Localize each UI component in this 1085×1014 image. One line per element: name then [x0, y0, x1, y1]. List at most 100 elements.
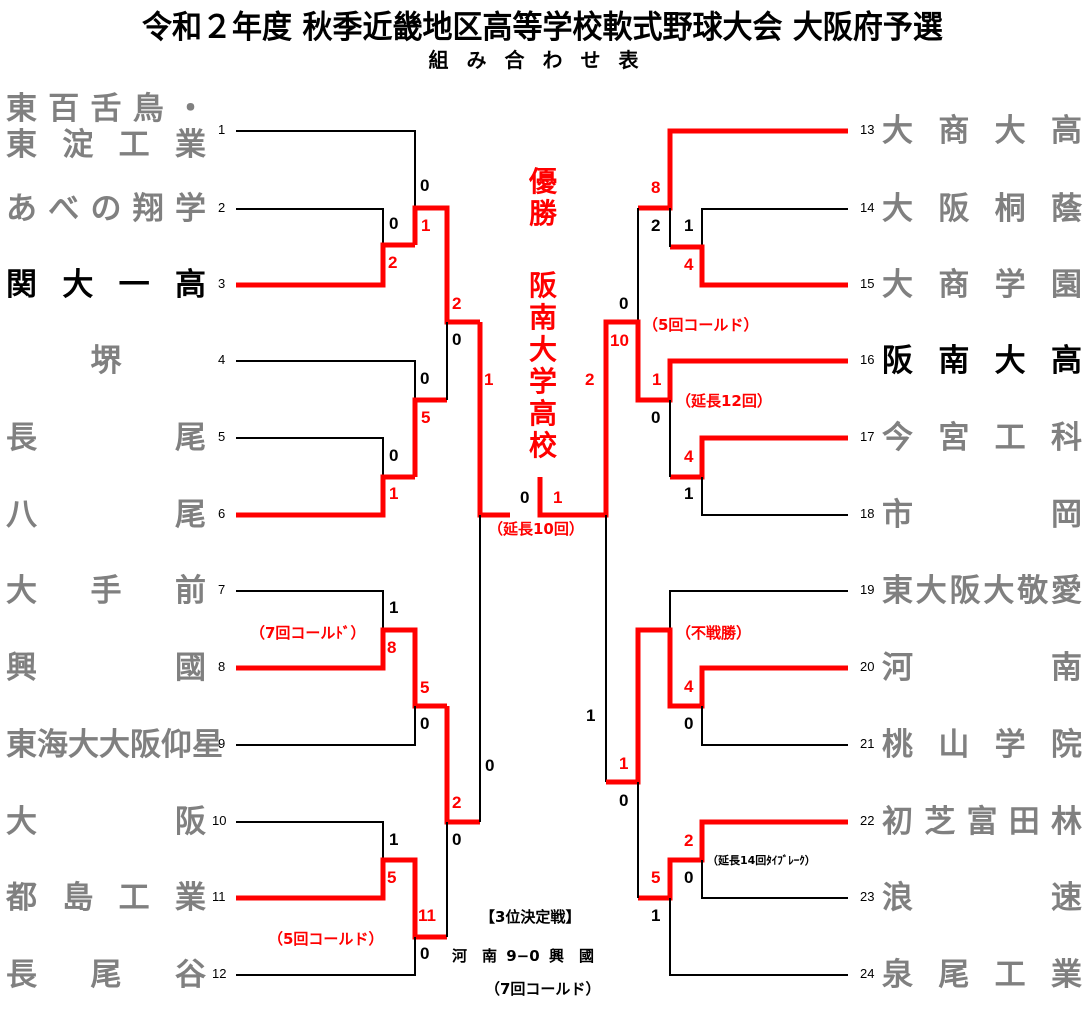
score-s1: 0 — [420, 176, 430, 195]
line-team-7 — [236, 590, 384, 630]
team-5: 長尾 — [6, 420, 206, 456]
score-s13: 8 — [651, 178, 661, 197]
team-16: 阪南大高 — [882, 343, 1082, 379]
seed-number: 19 — [860, 582, 875, 597]
seed-number: 20 — [860, 659, 875, 674]
team-20: 河南 — [882, 650, 1082, 686]
seed-number: 15 — [860, 276, 875, 291]
page-subtitle: 組み合わせ表 — [428, 48, 657, 72]
line-team-24 — [669, 898, 848, 976]
team-2: あべの翔学 — [6, 191, 206, 227]
third-place-note: （7回コールド） — [485, 980, 601, 998]
seed-number: 10 — [212, 813, 227, 828]
score-s56w: 5 — [421, 408, 431, 427]
score-sR2top: 1 — [619, 754, 629, 773]
line-team-13 — [638, 128, 848, 211]
line-team-5 — [236, 437, 384, 477]
score-s10: 1 — [389, 830, 399, 849]
score-sR2bot: 0 — [619, 791, 629, 810]
team-6: 八尾 — [6, 497, 206, 533]
score-s24: 1 — [651, 906, 661, 925]
score-s1415w: 2 — [651, 216, 661, 235]
line-team-18 — [701, 477, 848, 516]
team-18: 市岡 — [882, 497, 1082, 533]
note-game-10-11: （5回コールド） — [268, 930, 384, 948]
score-s2: 0 — [389, 214, 399, 233]
team-19: 東大阪大敬愛 — [882, 573, 1082, 609]
line-team-1 — [236, 130, 416, 208]
score-s15: 4 — [684, 255, 694, 274]
page-title: 令和２年度 秋季近畿地区高等学校軟式野球大会 大阪府予選 — [142, 9, 943, 47]
score-s14: 1 — [684, 216, 694, 235]
line-team-22 — [638, 819, 848, 901]
seed-number: 6 — [218, 506, 226, 521]
team-15: 大商学園 — [882, 267, 1082, 303]
score-s8: 8 — [387, 638, 397, 657]
score-sR1top: 0 — [619, 294, 629, 313]
line-team-9 — [236, 706, 416, 746]
score-s12: 0 — [420, 944, 430, 963]
score-s20: 4 — [684, 677, 694, 696]
final-note: （延長10回） — [488, 520, 584, 538]
third-place-score: 9−0 — [506, 947, 540, 965]
line-left-q1 — [412, 205, 480, 325]
champion-label-text: 優勝 — [528, 165, 557, 230]
team-13: 大商大高 — [882, 113, 1082, 149]
seed-number: 8 — [218, 659, 226, 674]
score-s6: 1 — [389, 484, 399, 503]
team-10: 大阪 — [6, 804, 206, 840]
seed-number: 17 — [860, 429, 875, 444]
seed-number: 22 — [860, 813, 875, 828]
team-21: 桃山学院 — [882, 727, 1082, 763]
champion-team-text: 阪南大学高校 — [528, 269, 557, 462]
note-game-19-20: （不戦勝） — [676, 624, 752, 642]
seed-number: 7 — [218, 582, 226, 597]
team-7: 大手前 — [6, 573, 206, 609]
team-name-line: 東淀工業 — [6, 127, 206, 163]
line-team-10 — [236, 821, 384, 860]
score-sL2bot: 0 — [452, 830, 462, 849]
seed-number: 12 — [212, 966, 227, 981]
score-s7: 1 — [389, 598, 399, 617]
team-24: 泉尾工業 — [882, 957, 1082, 993]
note-game-7-8: （7回コールﾄﾞ） — [250, 624, 366, 642]
seed-number: 2 — [218, 200, 226, 215]
score-sLsemiL: 0 — [485, 756, 495, 775]
score-s3: 2 — [388, 253, 398, 272]
score-s4: 0 — [420, 369, 430, 388]
team-17: 今宮工科 — [882, 420, 1082, 456]
score-s21: 0 — [684, 714, 694, 733]
score-s9: 0 — [420, 714, 430, 733]
line-team-15 — [670, 244, 848, 288]
line-team-12 — [236, 937, 416, 976]
note-right-semi: （5回コールド） — [643, 316, 759, 334]
seed-number: 4 — [218, 352, 226, 367]
line-team-6 — [236, 474, 415, 518]
line-team-11 — [236, 857, 447, 940]
score-s23w: 1 — [421, 216, 431, 235]
line-team-21 — [701, 706, 848, 746]
line-team-23 — [701, 860, 848, 899]
seed-number: 11 — [212, 889, 226, 904]
score-s78w: 5 — [420, 678, 430, 697]
score-s16: 1 — [652, 370, 662, 389]
seed-number: 18 — [860, 506, 875, 521]
seed-number: 5 — [218, 429, 226, 444]
team-23: 浪速 — [882, 880, 1082, 916]
line-team-17 — [670, 435, 848, 480]
team-11: 都島工業 — [6, 880, 206, 916]
line-champion-path — [537, 319, 848, 518]
seed-number: 13 — [860, 122, 875, 137]
team-name-line: 東百舌鳥・ — [6, 91, 206, 127]
champion-team: 阪南大学高校 — [523, 270, 563, 462]
score-s5: 0 — [389, 446, 399, 465]
score-sR1bot: 10 — [610, 331, 629, 350]
team-14: 大阪桐蔭 — [882, 191, 1082, 227]
team-4: 堺 — [90, 343, 122, 379]
line-team-4 — [236, 360, 416, 400]
seed-number: 23 — [860, 889, 875, 904]
score-s23: 0 — [684, 868, 694, 887]
line-team-14 — [701, 208, 848, 247]
third-place-result: 河 南 9−0 興 國 — [452, 945, 594, 966]
